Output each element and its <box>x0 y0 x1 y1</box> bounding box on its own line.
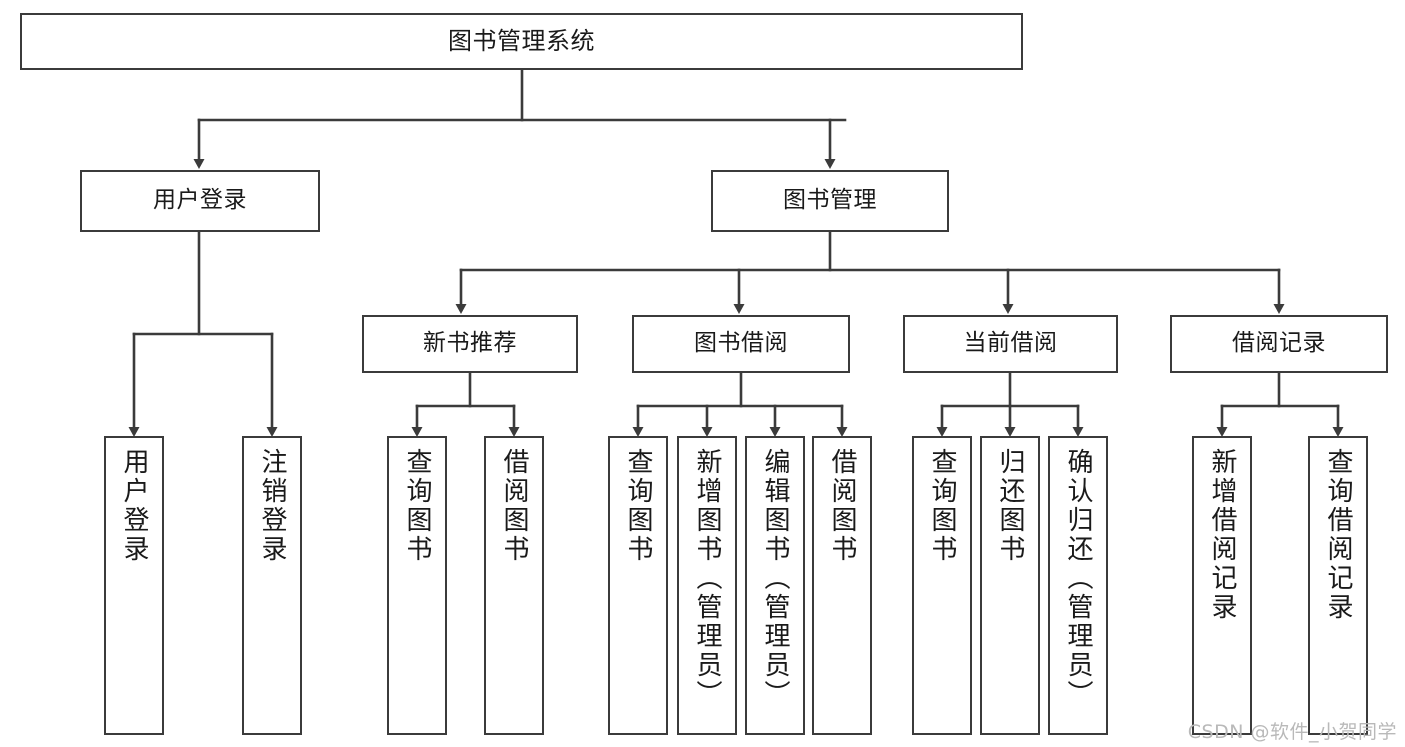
node-label: 新增图书（管理员） <box>692 448 722 709</box>
node-label: 用户登录 <box>119 448 149 564</box>
node-leaf-borrow-book-recommend[interactable]: 借阅图书 <box>484 436 544 735</box>
node-label: 当前借阅 <box>963 330 1058 357</box>
node-leaf-add-book[interactable]: 新增图书（管理员） <box>677 436 737 735</box>
node-label: 借阅图书 <box>827 448 857 564</box>
node-label: 查询图书 <box>402 448 432 564</box>
node-leaf-add-borrow-record[interactable]: 新增借阅记录 <box>1192 436 1252 735</box>
node-label: 新书推荐 <box>423 330 517 357</box>
node-label: 确认归还（管理员） <box>1063 448 1093 709</box>
node-label: 借阅图书 <box>499 448 529 564</box>
node-leaf-query-book-current[interactable]: 查询图书 <box>912 436 972 735</box>
node-leaf-confirm-return[interactable]: 确认归还（管理员） <box>1048 436 1108 735</box>
node-new-book-recommend[interactable]: 新书推荐 <box>362 315 578 373</box>
node-label: 编辑图书（管理员） <box>760 448 790 709</box>
node-label: 新增借阅记录 <box>1207 448 1237 622</box>
watermark-csdn: CSDN @软件_小贺同学 <box>1187 721 1397 743</box>
node-label: 查询借阅记录 <box>1323 448 1353 622</box>
node-leaf-query-book-recommend[interactable]: 查询图书 <box>387 436 447 735</box>
node-label: 图书借阅 <box>694 330 788 357</box>
node-leaf-borrow-book[interactable]: 借阅图书 <box>812 436 872 735</box>
node-book-management[interactable]: 图书管理 <box>711 170 949 232</box>
node-user-login[interactable]: 用户登录 <box>80 170 320 232</box>
node-leaf-edit-book[interactable]: 编辑图书（管理员） <box>745 436 805 735</box>
node-label: 用户登录 <box>153 187 247 214</box>
node-label: 归还图书 <box>995 448 1025 564</box>
node-leaf-query-book-borrow[interactable]: 查询图书 <box>608 436 668 735</box>
node-root-book-management-system[interactable]: 图书管理系统 <box>20 13 1023 70</box>
node-label: 注销登录 <box>257 448 287 564</box>
node-current-borrow[interactable]: 当前借阅 <box>903 315 1118 373</box>
node-leaf-logout-login[interactable]: 注销登录 <box>242 436 302 735</box>
node-book-borrow[interactable]: 图书借阅 <box>632 315 850 373</box>
node-label: 图书管理 <box>783 187 877 214</box>
node-label: 借阅记录 <box>1232 330 1326 357</box>
node-label: 图书管理系统 <box>448 27 595 56</box>
node-borrow-record[interactable]: 借阅记录 <box>1170 315 1388 373</box>
node-leaf-user-login[interactable]: 用户登录 <box>104 436 164 735</box>
node-leaf-return-book[interactable]: 归还图书 <box>980 436 1040 735</box>
node-leaf-query-borrow-record[interactable]: 查询借阅记录 <box>1308 436 1368 735</box>
node-label: 查询图书 <box>623 448 653 564</box>
node-label: 查询图书 <box>927 448 957 564</box>
